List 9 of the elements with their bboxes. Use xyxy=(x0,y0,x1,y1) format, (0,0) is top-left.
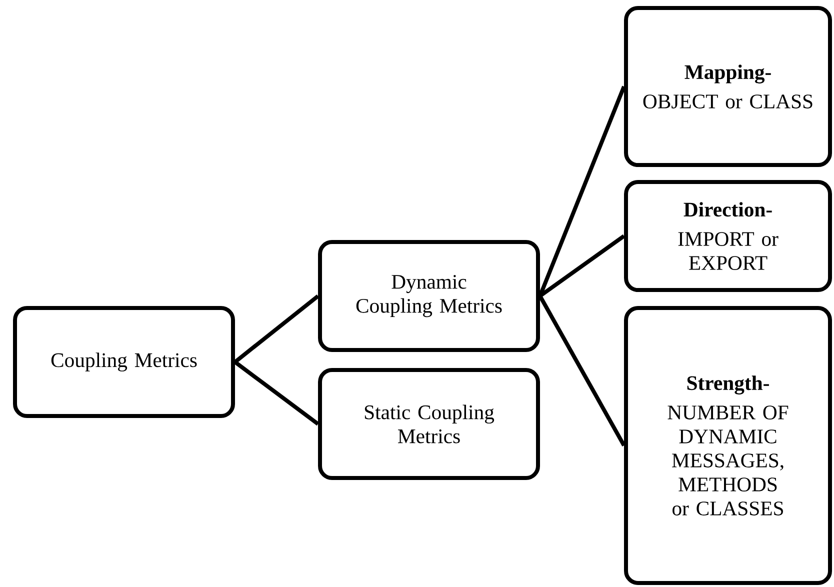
attribute-box: Strength- NUMBER OF DYNAMIC MESSAGES, METHODS or CLASSES xyxy=(624,306,832,585)
category-box: Dynamic Coupling Metrics xyxy=(318,240,540,352)
attribute-box: Direction- IMPORT or EXPORT xyxy=(624,180,832,292)
category-box: Static Coupling Metrics xyxy=(318,368,540,480)
connector-line xyxy=(234,294,320,364)
attribute-box: Mapping- OBJECT or CLASS xyxy=(624,6,832,168)
connector-line xyxy=(234,360,320,426)
root-box: Coupling Metrics xyxy=(13,306,235,418)
connector-line xyxy=(538,295,626,446)
